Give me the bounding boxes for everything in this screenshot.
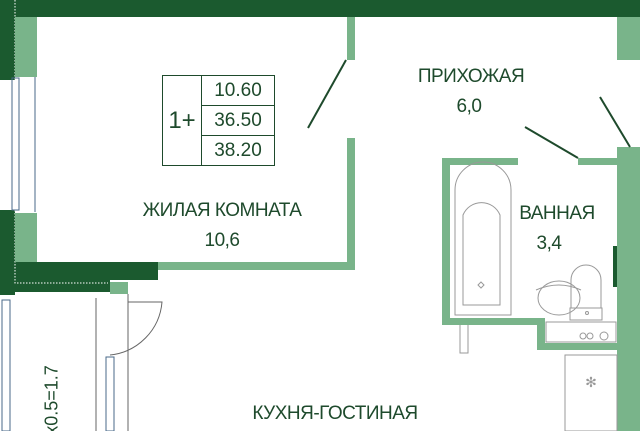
room-area-living: 10,6 xyxy=(204,230,240,251)
partitions xyxy=(15,17,640,431)
entrance-door xyxy=(599,96,631,148)
total-area-value: 36.50 xyxy=(202,106,274,136)
balcony-door xyxy=(95,294,163,431)
room-name-bathroom: ВАННАЯ xyxy=(519,203,595,224)
sink xyxy=(535,280,582,316)
room-area-bathroom: 3,4 xyxy=(536,233,562,254)
living-area-value: 10.60 xyxy=(202,76,274,106)
room-door xyxy=(307,59,347,129)
room-name-kitchen-living: КУХНЯ-ГОСТИНАЯ xyxy=(252,403,418,424)
room-name-living: ЖИЛАЯ КОМНАТА xyxy=(142,200,302,221)
total-with-balcony-value: 38.20 xyxy=(214,139,262,161)
kitchen-appliances: ✻ xyxy=(545,321,618,431)
doors xyxy=(307,59,631,159)
bathtub xyxy=(454,161,512,354)
insulation-dots xyxy=(14,0,108,284)
balcony-area-formula: x0.5=1.7 xyxy=(41,365,62,431)
room-name-hallway: ПРИХОЖАЯ xyxy=(417,66,525,87)
room-area-hallway: 6,0 xyxy=(456,96,482,117)
room-count: 1+ xyxy=(163,76,202,165)
apartment-summary-table: 1+ 10.60 36.50 38.20 xyxy=(162,75,275,166)
window-left xyxy=(1,77,36,431)
toilet xyxy=(569,264,603,321)
svg-text:✻: ✻ xyxy=(585,374,597,390)
bathroom-door xyxy=(524,126,579,159)
